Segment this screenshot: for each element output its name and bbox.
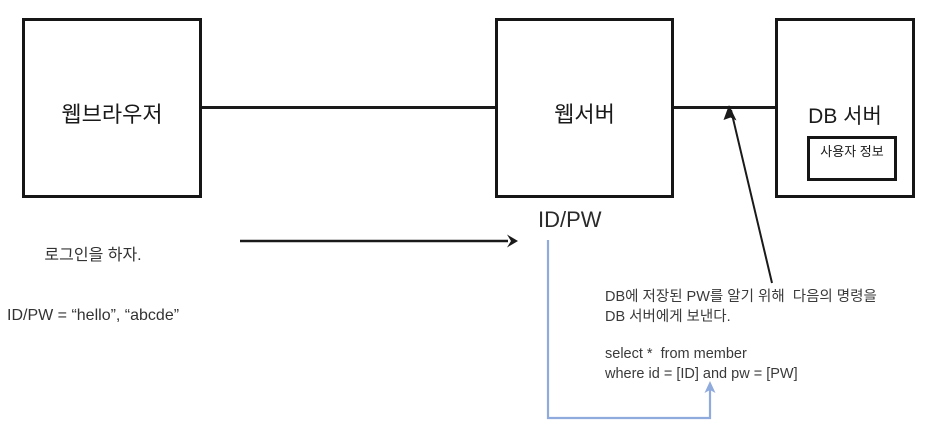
login-request-caption-line2: ID/PW = “hello”, “abcde” bbox=[7, 307, 180, 324]
sql-query-note: select * from member where id = [ID] and… bbox=[605, 346, 798, 382]
node-web-browser[interactable]: 웹브라우저 bbox=[22, 18, 202, 198]
node-web-server-label: 웹서버 bbox=[554, 102, 615, 127]
browser-to-webserver-link bbox=[200, 106, 497, 109]
node-web-browser-label: 웹브라우저 bbox=[61, 102, 163, 127]
node-user-info-store-label: 사용자 정보 bbox=[820, 144, 884, 159]
login-request-arrow bbox=[240, 234, 518, 248]
webserver-to-dbserver-link bbox=[672, 106, 777, 109]
login-request-caption: 로그인을 하자. ID/PW = “hello”, “abcde” bbox=[7, 206, 179, 366]
idpw-label: ID/PW bbox=[538, 207, 602, 232]
node-db-server-label: DB 서버 bbox=[808, 105, 882, 128]
sql-to-dblink-arrow bbox=[723, 105, 773, 284]
node-user-info-store[interactable]: 사용자 정보 bbox=[807, 136, 897, 181]
db-command-note: DB에 저장된 PW를 알기 위해 다음의 명령을 DB 서버에게 보낸다. bbox=[605, 289, 877, 325]
node-web-server[interactable]: 웹서버 bbox=[495, 18, 674, 198]
login-request-caption-line1: 로그인을 하자. bbox=[44, 247, 142, 264]
idpw-to-sql-arrow bbox=[546, 240, 716, 420]
